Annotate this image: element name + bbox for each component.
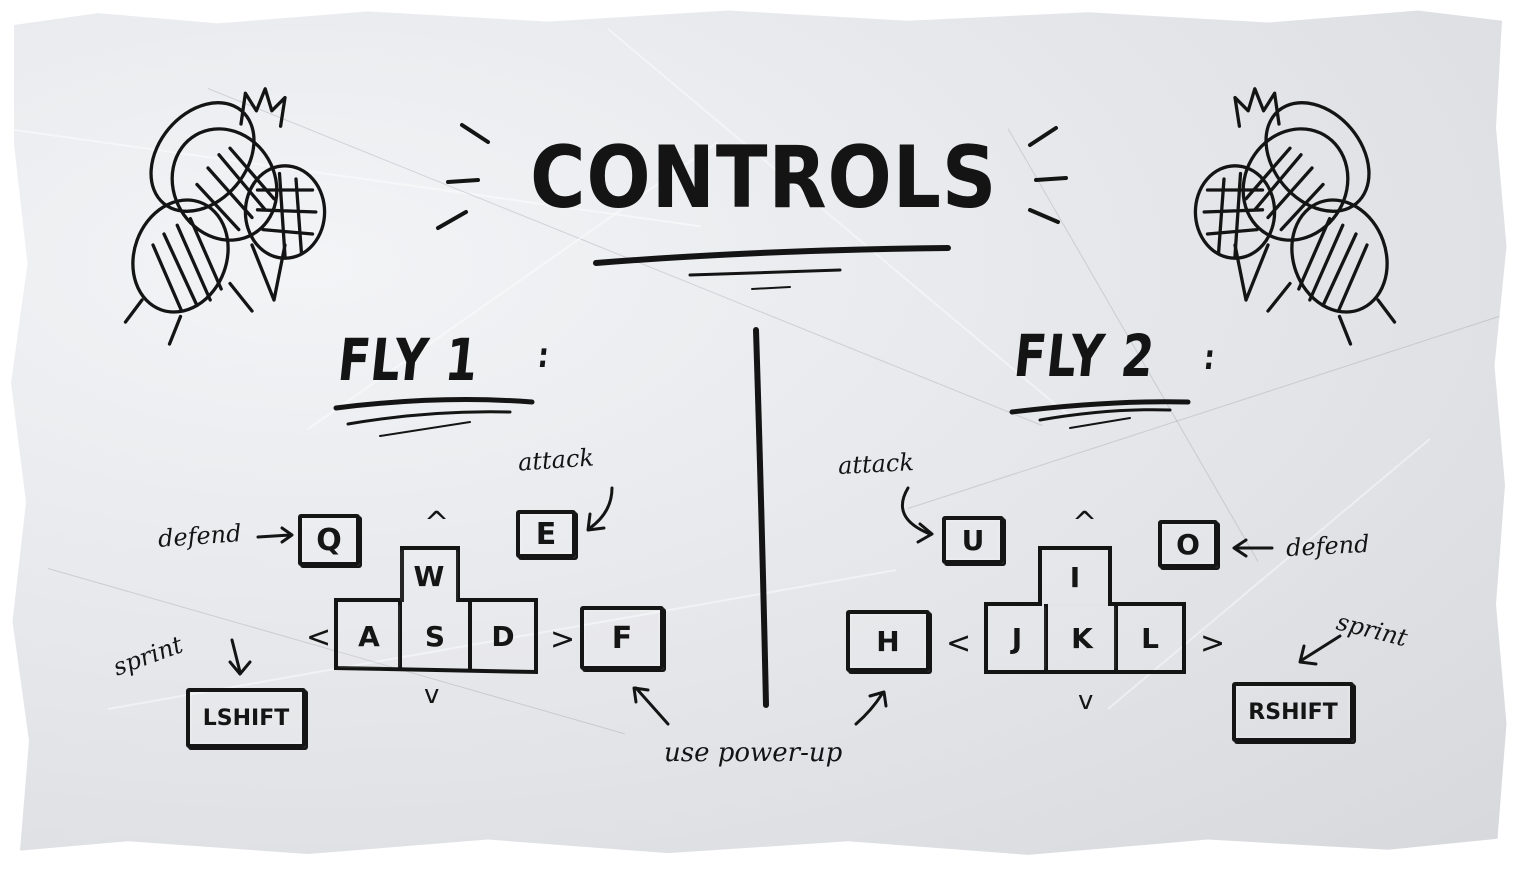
title-underline [593,245,951,290]
key-a[interactable]: A [338,604,400,668]
fly2-arrow-up: ^ [1072,506,1098,541]
emphasis-lines-icon [436,123,1068,230]
fly2-arrow-left: < [946,626,972,661]
fly1-attack-label: attack [517,443,595,477]
key-w[interactable]: W [400,550,458,602]
fly-doodle-icon [1193,80,1405,346]
key-u[interactable]: U [942,516,1004,564]
fly1-arrow-down: v [424,680,440,710]
fly2-attack-label: attack [837,448,915,480]
key-l[interactable]: L [1118,606,1182,670]
use-powerup-label: use power-up [664,738,843,768]
key-d[interactable]: D [472,604,534,668]
key-j[interactable]: J [988,606,1046,670]
key-q[interactable]: Q [298,514,360,566]
key-f[interactable]: F [580,606,664,670]
fly1-heading-underline [333,397,535,437]
key-h[interactable]: H [846,610,930,672]
fly1-defend-label: defend [157,519,243,553]
fly1-arrow-up: ^ [424,506,450,541]
fly2-heading: FLY 2 [1010,322,1159,390]
key-rshift[interactable]: RSHIFT [1232,682,1354,742]
center-divider [753,327,769,708]
fly1-arrow-left: < [306,620,332,655]
fly1-heading: FLY 1 [334,326,483,394]
fly2-heading-underline [1009,399,1191,429]
key-e[interactable]: E [516,510,576,558]
fly2-defend-label: defend [1285,529,1371,563]
page-title: CONTROLS [530,128,998,228]
key-lshift[interactable]: LSHIFT [186,688,306,748]
fly2-arrow-down: v [1078,686,1094,716]
fly1-movement-cluster [334,546,538,675]
arrow-icon [228,486,1342,726]
fly-doodle-icon [115,80,327,346]
key-s[interactable]: S [402,604,468,668]
fly1-arrow-right: > [550,622,576,657]
fly2-movement-cluster [984,546,1186,674]
key-k[interactable]: K [1048,606,1116,670]
key-i[interactable]: I [1042,550,1108,604]
fly2-arrow-right: > [1200,626,1226,661]
key-o[interactable]: O [1158,520,1218,568]
